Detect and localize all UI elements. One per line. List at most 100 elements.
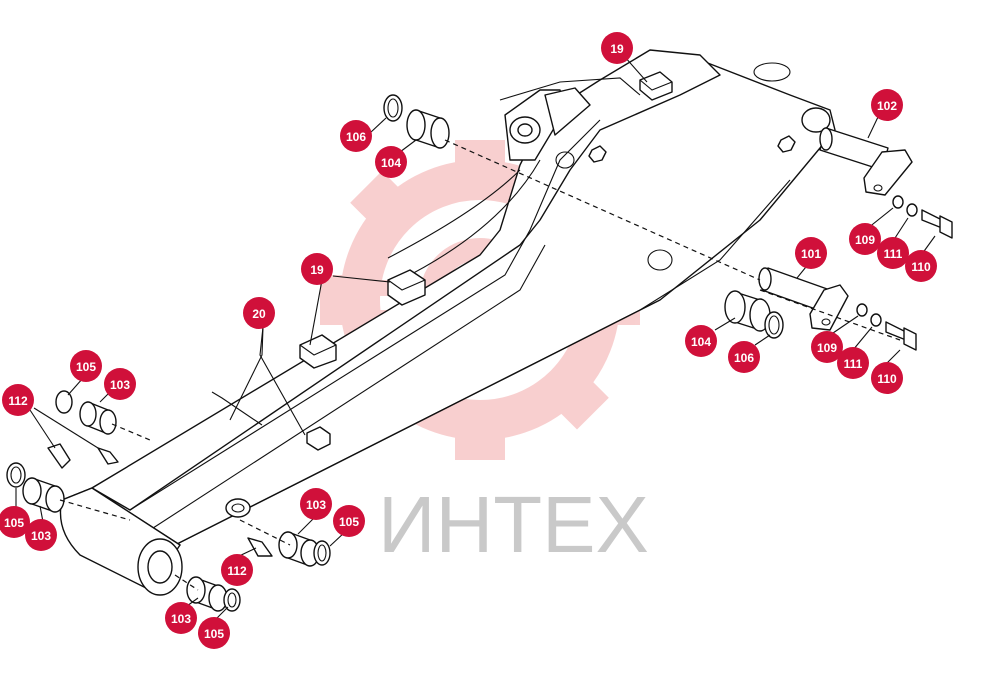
callout-label: 110 <box>877 372 897 386</box>
lock-washer-111-lower <box>870 313 882 327</box>
callout-110: 110 <box>871 362 903 394</box>
callout-circle <box>301 253 333 285</box>
callout-label: 104 <box>691 335 711 349</box>
callout-101: 101 <box>795 237 827 269</box>
callout-103: 103 <box>300 488 332 520</box>
callout-label: 105 <box>339 515 359 529</box>
washer-109-lower <box>856 303 868 317</box>
washer-109-upper <box>892 195 904 209</box>
bushing-103-c <box>278 531 320 567</box>
callout-105: 105 <box>70 350 102 382</box>
callout-label: 101 <box>801 247 821 261</box>
callout-circle <box>728 341 760 373</box>
callout-112: 112 <box>221 554 253 586</box>
callout-label: 103 <box>306 498 326 512</box>
callout-label: 105 <box>76 360 96 374</box>
callout-label: 102 <box>877 99 897 113</box>
callout-106: 106 <box>340 120 372 152</box>
callout-circle <box>837 347 869 379</box>
callout-circle <box>104 368 136 400</box>
callout-label: 106 <box>346 130 366 144</box>
hose-clamp-20 <box>306 426 331 451</box>
bushing-103-b <box>22 477 65 513</box>
callout-label: 111 <box>884 247 903 261</box>
callout-circle <box>601 32 633 64</box>
callout-label: 110 <box>911 260 931 274</box>
hose-clamp-19-lower <box>299 334 337 369</box>
bolt-110-lower <box>885 321 917 351</box>
callout-label: 105 <box>4 516 24 530</box>
grease-nipple-112-b <box>247 537 273 557</box>
bolt-110-upper <box>921 209 953 239</box>
callout-circle <box>795 237 827 269</box>
callout-105: 105 <box>198 617 230 649</box>
callout-circle <box>905 250 937 282</box>
callout-label: 103 <box>110 378 130 392</box>
callout-104: 104 <box>685 325 717 357</box>
callout-circle <box>340 120 372 152</box>
callout-111: 111 <box>837 347 869 379</box>
callout-label: 20 <box>252 307 266 321</box>
callout-circle <box>25 519 57 551</box>
callout-103: 103 <box>104 368 136 400</box>
callout-111: 111 <box>877 237 909 269</box>
callout-label: 105 <box>204 627 224 641</box>
callout-label: 103 <box>31 529 51 543</box>
callout-109: 109 <box>849 223 881 255</box>
callout-circle <box>877 237 909 269</box>
callout-circle <box>198 617 230 649</box>
callout-112: 112 <box>2 384 34 416</box>
callout-circle <box>243 297 275 329</box>
callout-circle <box>70 350 102 382</box>
callout-label: 109 <box>855 233 875 247</box>
seal-105-d <box>223 588 241 612</box>
callout-103: 103 <box>165 602 197 634</box>
callout-circle <box>871 89 903 121</box>
callout-109: 109 <box>811 331 843 363</box>
bushing-103-a <box>79 401 117 435</box>
callout-circle <box>333 505 365 537</box>
callout-104: 104 <box>375 146 407 178</box>
callout-103: 103 <box>25 519 57 551</box>
callout-circle <box>685 325 717 357</box>
hose-clamp-19-middle <box>387 269 426 306</box>
assembly-dashed-lines <box>59 139 901 591</box>
callout-circle <box>871 362 903 394</box>
callout-label: 112 <box>8 394 28 408</box>
callout-circle <box>811 331 843 363</box>
callout-label: 103 <box>171 612 191 626</box>
callout-circle <box>849 223 881 255</box>
bushing-104-right <box>724 290 771 332</box>
seal-105-c <box>313 540 331 566</box>
callout-circle <box>2 384 34 416</box>
callout-label: 112 <box>227 564 247 578</box>
lock-washer-111-upper <box>906 203 918 217</box>
callout-105: 105 <box>333 505 365 537</box>
callout-102: 102 <box>871 89 903 121</box>
callout-20: 20 <box>243 297 275 329</box>
seal-105-b <box>6 462 26 488</box>
callout-19: 19 <box>601 32 633 64</box>
grease-nipple-112-a <box>47 443 119 469</box>
bushing-103-d <box>186 576 228 612</box>
callout-106: 106 <box>728 341 760 373</box>
seal-106-top <box>383 94 403 122</box>
callout-circle <box>165 602 197 634</box>
pin-102 <box>819 127 913 196</box>
callout-label: 109 <box>817 341 837 355</box>
callout-layer: 19 19 20 102 101 106 104 104 106 109 111 110 109 111 1… <box>0 32 937 649</box>
callout-110: 110 <box>905 250 937 282</box>
seal-106-right <box>764 311 784 339</box>
callout-label: 19 <box>310 263 324 277</box>
callout-label: 104 <box>381 156 401 170</box>
callout-label: 106 <box>734 351 754 365</box>
callout-19: 19 <box>301 253 333 285</box>
callout-circle <box>300 488 332 520</box>
callout-circle <box>221 554 253 586</box>
callout-105: 105 <box>0 506 30 538</box>
callout-label: 111 <box>844 357 863 371</box>
callout-label: 19 <box>610 42 624 56</box>
bushing-104-top <box>406 109 450 149</box>
